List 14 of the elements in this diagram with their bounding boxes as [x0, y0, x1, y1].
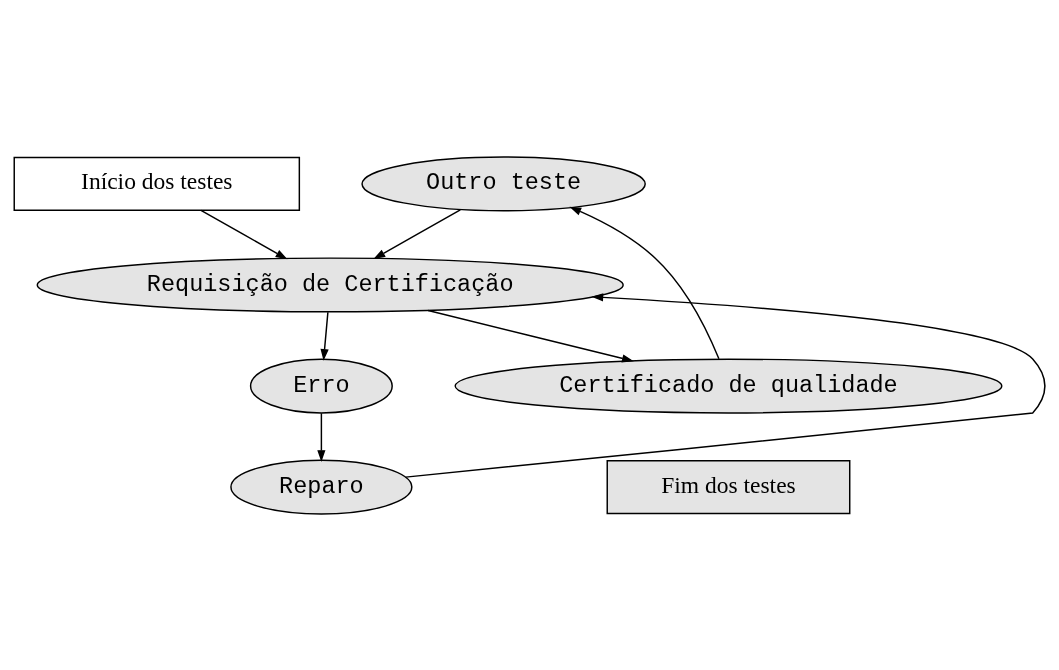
arrow — [317, 412, 326, 462]
node-box: Início dos testes — [13, 156, 301, 211]
arrow — [404, 292, 1046, 478]
arrow — [569, 206, 720, 359]
arrow — [373, 208, 462, 259]
node-ellipse: Erro — [249, 357, 393, 414]
node-ellipse: Certificado de qualidade — [454, 357, 1003, 414]
node-ellipse: Requisição de Certificação — [36, 256, 624, 313]
arrow — [427, 309, 634, 362]
arrow — [200, 209, 288, 259]
node-box: Fim dos testes — [606, 459, 851, 514]
node-ellipse: Reparo — [230, 459, 413, 515]
arrow — [320, 311, 329, 361]
node-ellipse: Outro teste — [361, 155, 646, 211]
